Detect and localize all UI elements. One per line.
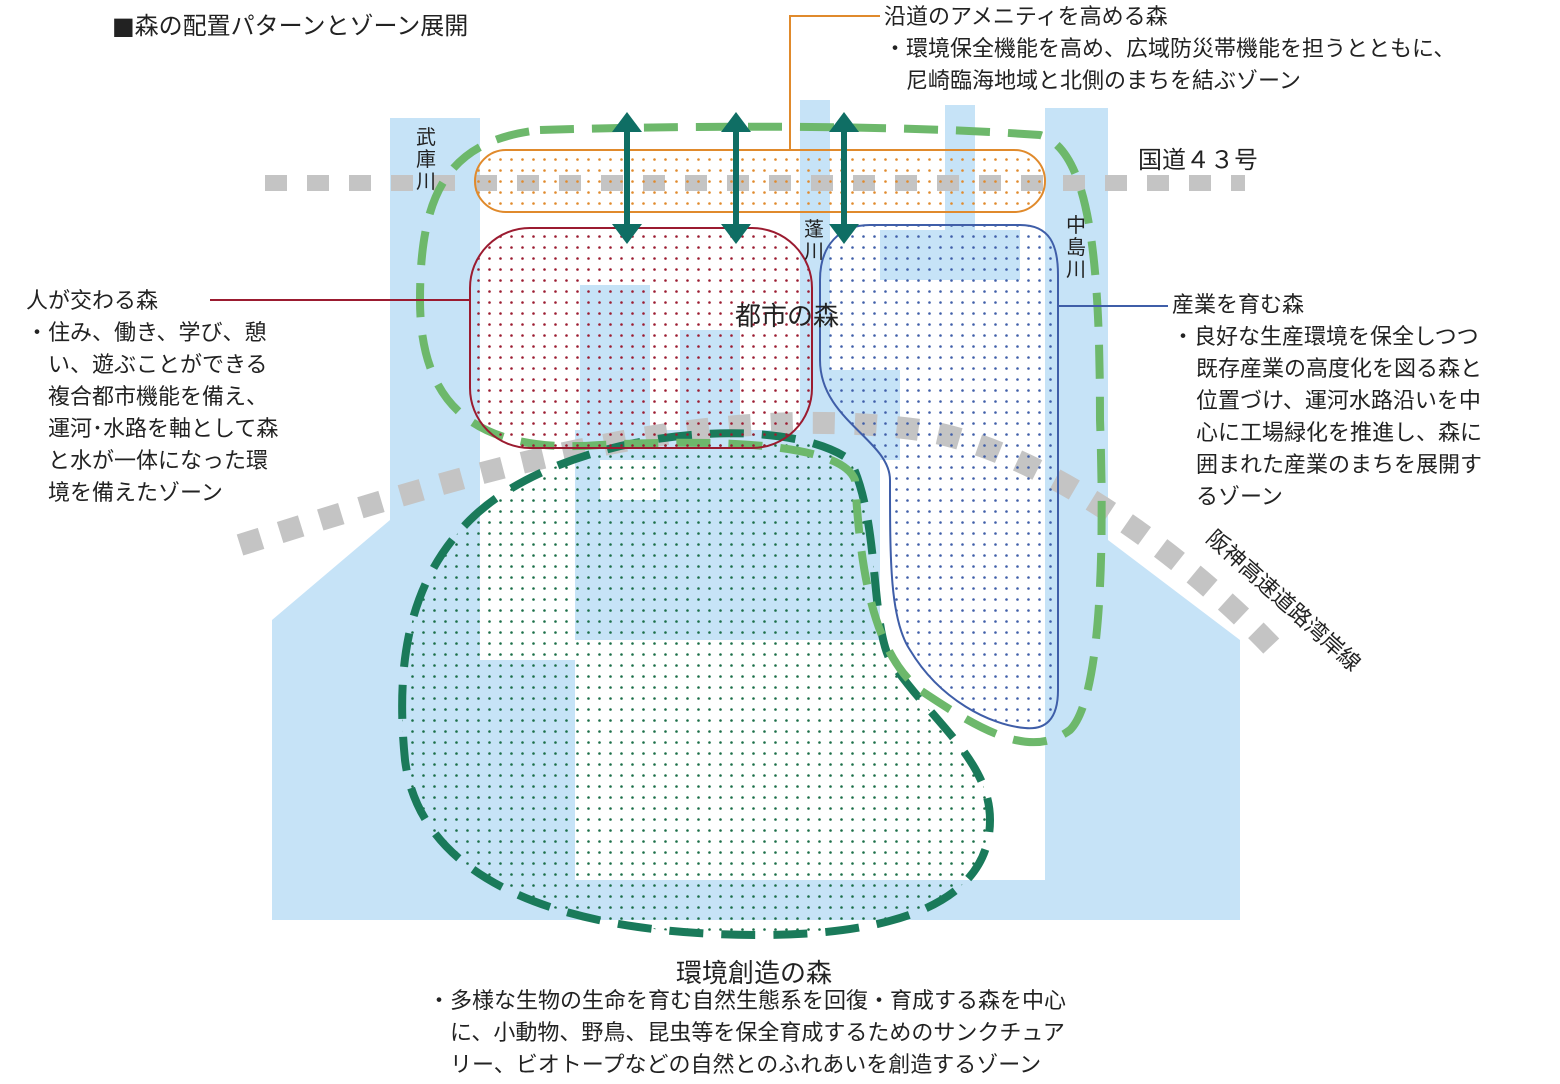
zone-environment-desc-2: に、小動物、野鳥、昆虫等を保全育成するためのサンクチュア: [450, 1021, 1065, 1046]
zone-people-desc-6: 境を備えたゾーン: [48, 481, 223, 506]
connection-arrows: [612, 112, 859, 244]
zone-industry-name: 産業を育む森: [1172, 293, 1305, 318]
roadside-leader-line: [789, 15, 880, 150]
river-label-yomogi: 蓬川: [802, 218, 826, 262]
river-label-char: 川: [1066, 257, 1086, 281]
zone-industry-desc-1: ・良好な生産環境を保全しつつ: [1172, 325, 1479, 350]
zone-people-area: [469, 227, 813, 449]
zone-roadside-area: [474, 149, 1046, 213]
zone-industry-desc-4: 心に工場緑化を推進し、森に: [1196, 421, 1483, 446]
zone-industry-desc-2: 既存産業の高度化を図る森と: [1196, 357, 1483, 382]
zone-industry-text: 産業を育む森 ・良好な生産環境を保全しつつ 既存産業の高度化を図る森と 位置づけ…: [1172, 290, 1482, 514]
zone-roadside-desc-1: ・環境保全機能を高め、広域防災帯機能を担うとともに、: [884, 37, 1456, 62]
zone-environment-desc-3: リー、ビオトープなどの自然とのふれあいを創造するゾーン: [450, 1053, 1042, 1078]
river-label-char: 中: [1066, 213, 1086, 237]
zone-people-text: 人が交わる森 ・住み、働き、学び、憩 い、遊ぶことができる 複合都市機能を備え、…: [26, 286, 278, 510]
river-label-nakashima-text: 中島川: [1064, 214, 1088, 280]
zone-roadside-name: 沿道のアメニティを高める森: [884, 5, 1168, 30]
zone-industry-desc-5: 囲まれた産業のまちを展開す: [1196, 453, 1483, 478]
river-label-muko-text: 武庫川: [414, 126, 438, 192]
zone-people-desc-3: 複合都市機能を備え、: [48, 385, 269, 410]
zone-environment-name: 環境創造の森: [676, 959, 833, 989]
river-label-char: 庫: [416, 147, 436, 171]
zone-environment-area: [398, 429, 995, 940]
zone-environment-desc-1: ・多様な生物の生命を育む自然生態系を回復・育成する森を中心: [428, 989, 1067, 1014]
page-title: ■森の配置パターンとゾーン展開: [112, 12, 469, 40]
river-label-char: 武: [416, 125, 436, 149]
river-label-char: 川: [416, 169, 436, 193]
zone-people-desc-4: 運河･水路を軸として森: [48, 417, 279, 442]
zone-people-desc-1: ・住み、働き、学び、憩: [26, 321, 267, 346]
river-label-char: 川: [804, 239, 824, 263]
zone-people-desc-5: と水が一体になった環: [48, 449, 269, 474]
urban-forest-boundary: [415, 122, 1106, 747]
river-label-char: 島: [1066, 235, 1086, 259]
zone-people-name: 人が交わる森: [26, 289, 159, 314]
zone-industry-area: [819, 224, 1059, 730]
river-label-nakashima: 中島川: [1064, 214, 1088, 280]
road-label: 国道４３号: [1138, 146, 1258, 174]
zone-roadside-text: 沿道のアメニティを高める森 ・環境保全機能を高め、広域防災帯機能を担うとともに、…: [884, 2, 1455, 98]
river-label-yomogi-text: 蓬川: [802, 218, 826, 262]
zone-roadside-desc-2: 尼崎臨海地域と北側のまちを結ぶゾーン: [906, 69, 1301, 94]
river-label-muko: 武庫川: [414, 126, 438, 192]
zone-people-desc-2: い、遊ぶことができる: [48, 353, 268, 378]
center-label: 都市の森: [735, 302, 840, 332]
zone-industry-desc-6: るゾーン: [1196, 485, 1283, 510]
zone-industry-desc-3: 位置づけ、運河水路沿いを中: [1196, 389, 1481, 414]
river-label-char: 蓬: [804, 217, 824, 241]
zone-environment-text: ・多様な生物の生命を育む自然生態系を回復・育成する森を中心 に、小動物、野鳥、昆…: [428, 986, 1066, 1082]
